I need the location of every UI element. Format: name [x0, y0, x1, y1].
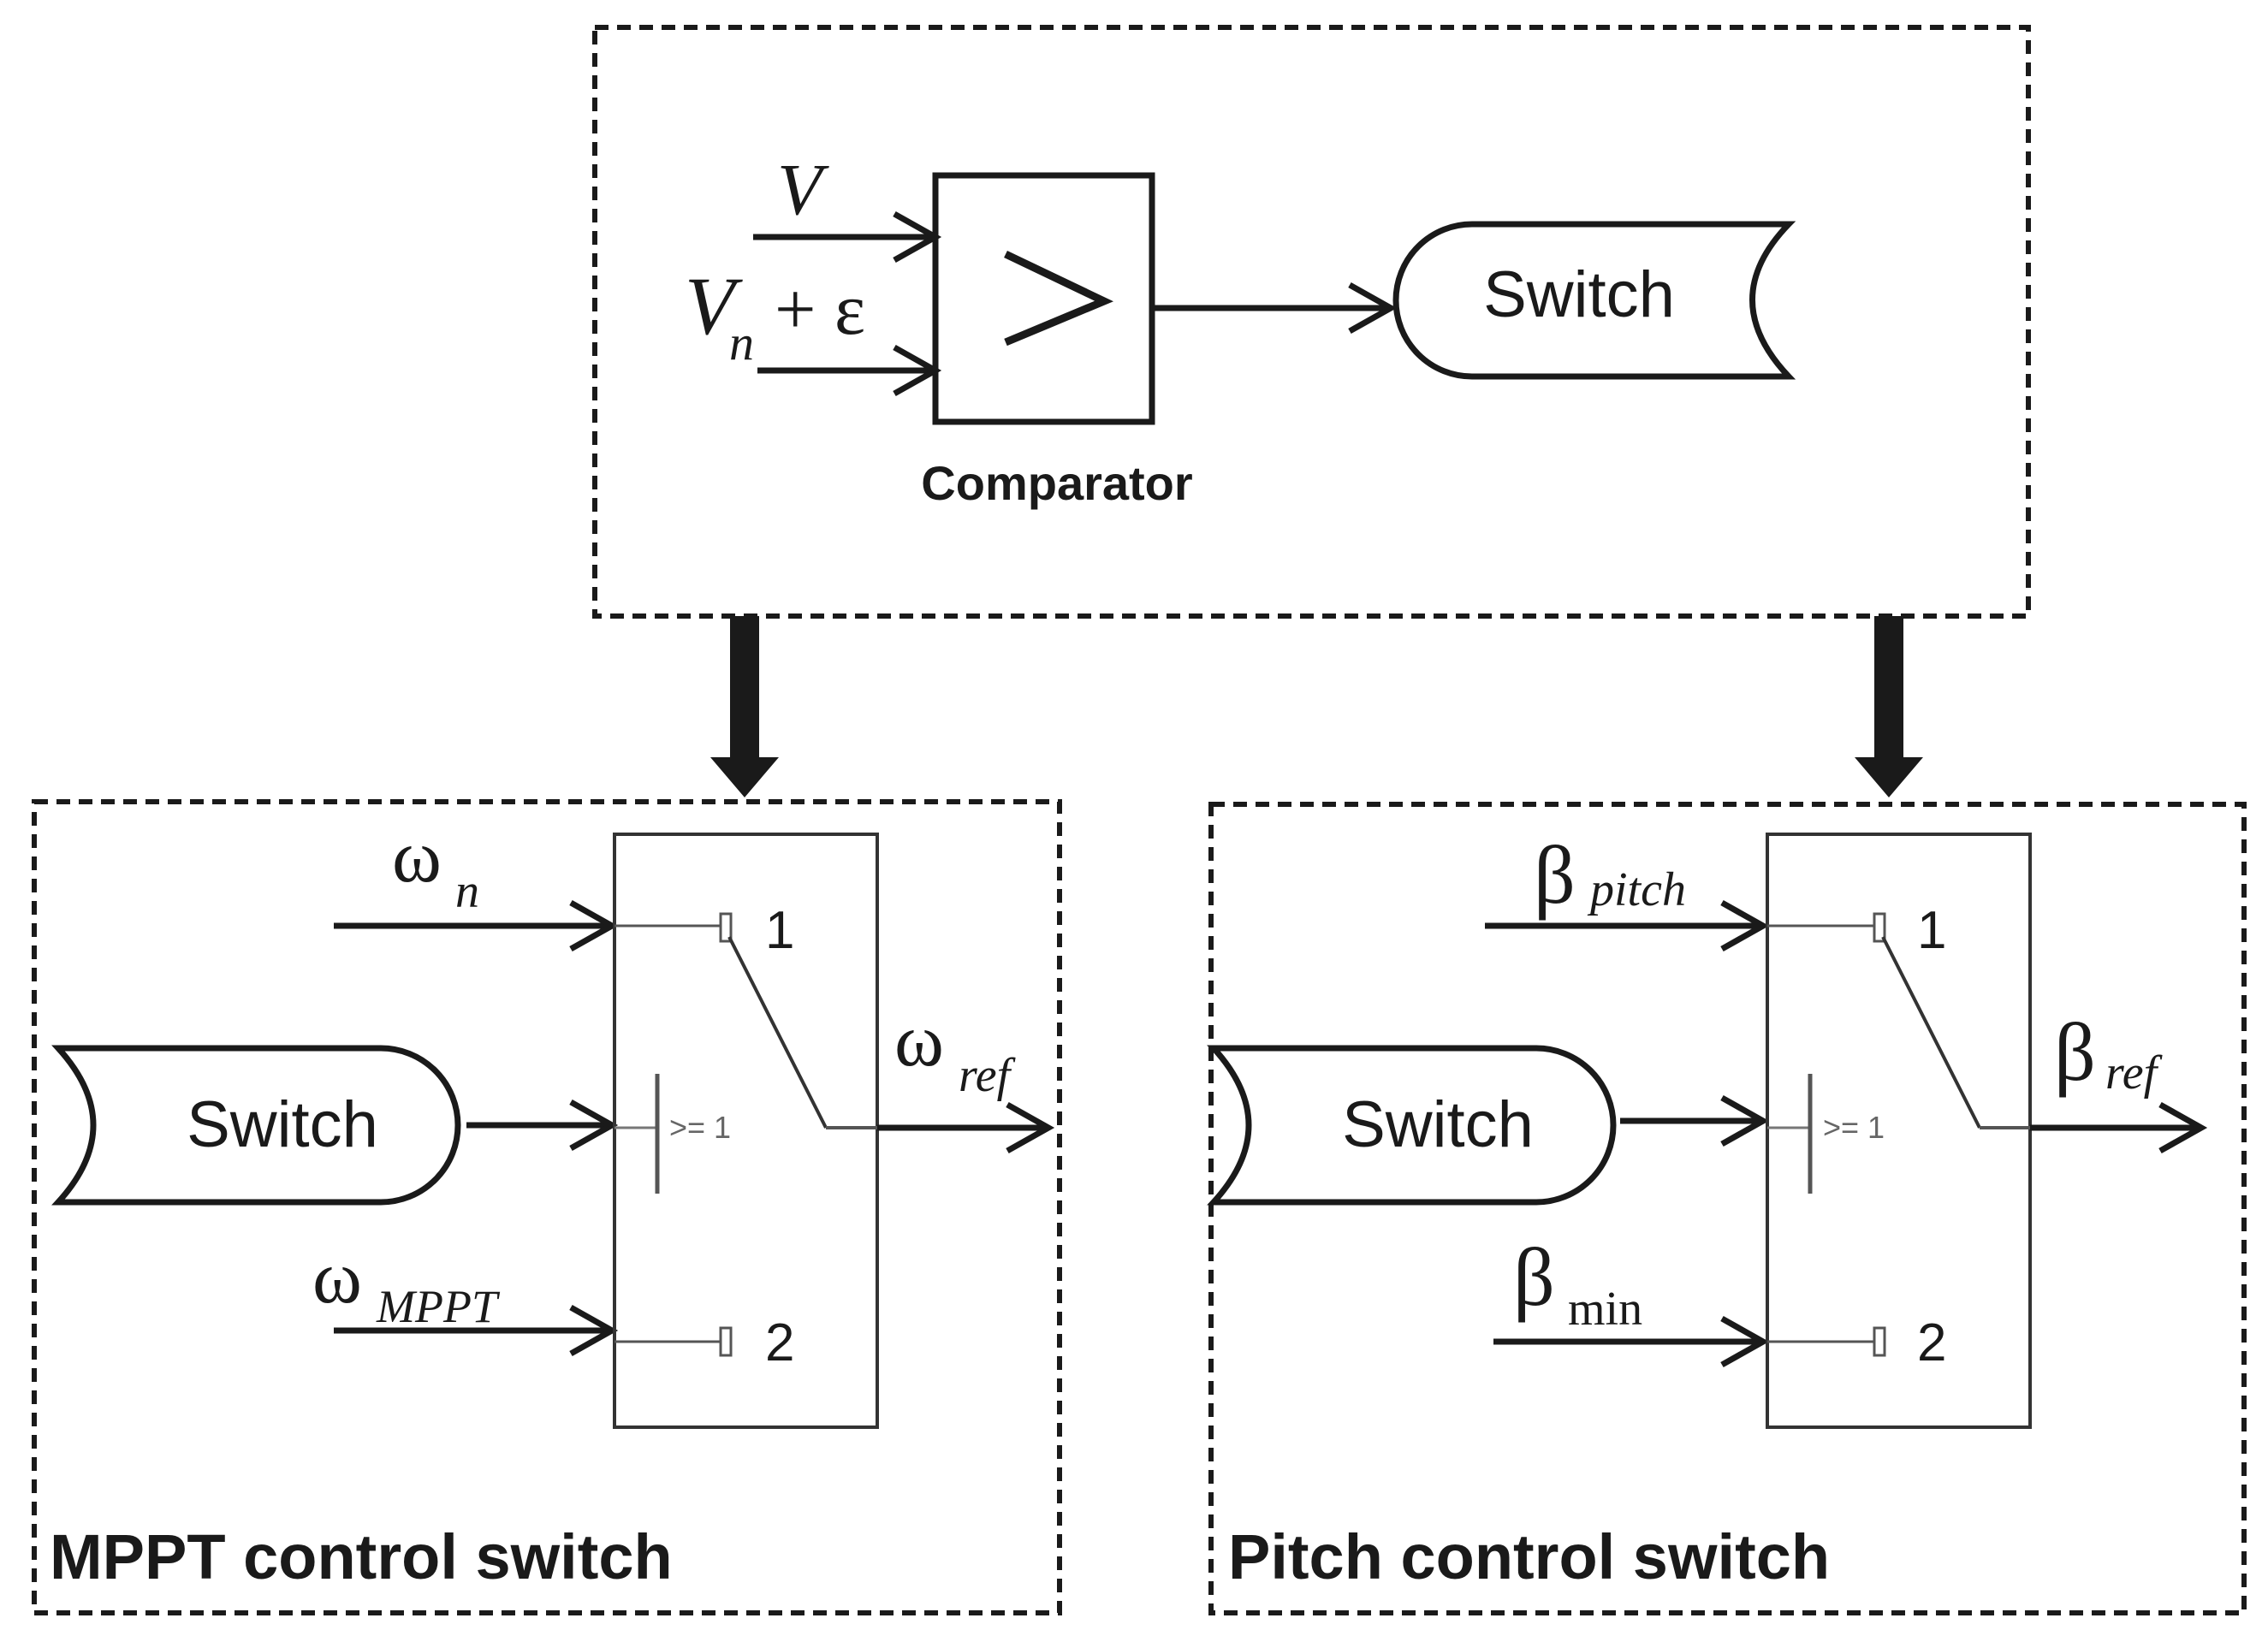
switch-goto-tag-label: Switch — [1483, 258, 1675, 331]
pitch-threshold-label: >= 1 — [1823, 1110, 1885, 1145]
down-arrow-right-head — [1855, 757, 1923, 797]
mppt-port2-label: 2 — [765, 1313, 794, 1372]
mppt-omega-n-subscript: n — [455, 865, 479, 918]
comparator-frame — [592, 25, 2031, 619]
pitch-beta-min-subscript: min — [1568, 1283, 1642, 1336]
pitch-beta-pitch-arrowhead — [1720, 899, 1770, 952]
comparator-label: Comparator — [921, 456, 1192, 510]
mppt-switch-from-tag-label: Switch — [187, 1088, 378, 1161]
comparator-greater-than-symbol — [1004, 250, 1114, 347]
pitch-beta-min-arrowhead — [1720, 1315, 1770, 1368]
mppt-control-arrowhead — [569, 1099, 619, 1152]
mppt-block-title: MPPT control switch — [50, 1521, 673, 1592]
switch-goto-tag — [1392, 221, 1796, 380]
down-arrow-left-head — [710, 757, 779, 797]
pitch-port2-label: 2 — [1917, 1313, 1946, 1372]
pitch-beta-pitch-symbol: β — [1534, 829, 1576, 921]
mppt-omega-ref-subscript: ref — [959, 1049, 1017, 1102]
pitch-beta-ref-subscript: ref — [2105, 1046, 2164, 1100]
pitch-switch-from-tag-label: Switch — [1342, 1088, 1534, 1161]
pitch-port1-label: 1 — [1917, 901, 1946, 960]
pitch-control-arrowhead — [1720, 1094, 1770, 1147]
mppt-omega-n-arrowhead — [569, 899, 619, 952]
down-arrow-right-shaft — [1874, 616, 1903, 757]
mppt-omega-mppt-arrowhead — [569, 1304, 619, 1357]
input-vn-offset: + ε — [775, 268, 865, 350]
comparator-box — [932, 172, 1155, 425]
mppt-port1-label: 1 — [765, 901, 794, 960]
pitch-beta-pitch-subscript: pitch — [1587, 863, 1686, 916]
mppt-omega-ref-symbol: ω — [894, 999, 944, 1082]
pitch-frame — [1208, 802, 2247, 1615]
mppt-threshold-label: >= 1 — [669, 1110, 731, 1145]
input-vn-subscript: n — [729, 315, 754, 370]
down-arrow-left-shaft — [730, 616, 759, 757]
pitch-switch-from-tag — [1207, 1045, 1617, 1206]
input-vn-label: V — [685, 260, 743, 352]
mppt-switch-from-tag — [51, 1045, 461, 1206]
mppt-port1-contact — [719, 912, 733, 943]
pitch-block-title: Pitch control switch — [1228, 1521, 1830, 1592]
mppt-port2-contact — [719, 1326, 733, 1357]
pitch-beta-ref-symbol: β — [2054, 1006, 2096, 1098]
comparator-output-arrowhead — [1348, 282, 1398, 335]
pitch-switch-blade — [1881, 936, 1981, 1129]
pitch-switch-box — [1766, 833, 2032, 1429]
mppt-frame — [32, 799, 1062, 1615]
mppt-omega-mppt-symbol: ω — [312, 1236, 362, 1319]
input-v-label: V — [777, 148, 829, 230]
pitch-port2-contact — [1873, 1326, 1886, 1357]
pitch-beta-min-symbol: β — [1513, 1231, 1555, 1323]
mppt-switch-blade — [727, 936, 828, 1129]
pitch-output-arrowhead — [2158, 1101, 2208, 1154]
mppt-output-arrowhead — [1006, 1101, 1055, 1154]
mppt-omega-mppt-subscript: MPPT — [376, 1281, 501, 1332]
mppt-switch-box — [613, 833, 879, 1429]
pitch-port1-contact — [1873, 912, 1886, 943]
mppt-omega-n-symbol: ω — [392, 815, 442, 898]
